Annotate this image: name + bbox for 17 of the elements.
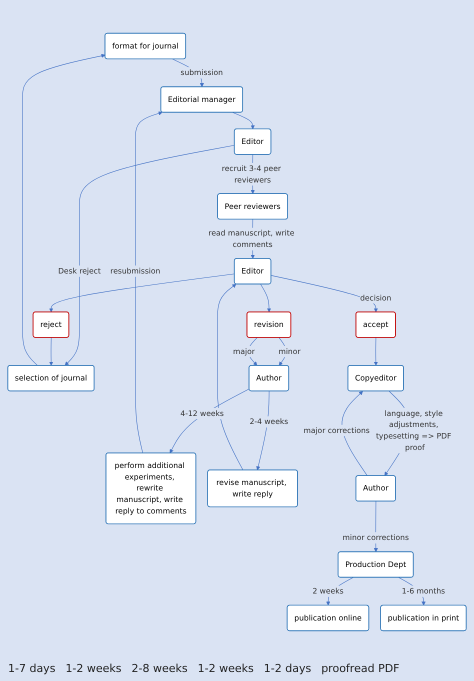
arrow — [217, 284, 244, 470]
arrow — [232, 112, 255, 130]
note-text: 1-7 days — [8, 662, 56, 675]
arrow — [49, 274, 235, 312]
arrow — [135, 111, 163, 454]
arrow — [374, 337, 378, 366]
arrow — [22, 54, 106, 366]
note-text: 1-2 weeks — [198, 662, 254, 675]
arrow — [170, 388, 250, 454]
arrow — [49, 337, 54, 366]
note-text: 1-2 weeks — [65, 662, 122, 675]
note-text: 1-2 days — [264, 662, 312, 675]
arrow — [64, 144, 235, 366]
note-text: proofread PDF — [321, 662, 400, 675]
arrow — [260, 284, 272, 312]
note-text: 2-8 weeks — [132, 662, 188, 675]
arrow — [278, 337, 287, 366]
